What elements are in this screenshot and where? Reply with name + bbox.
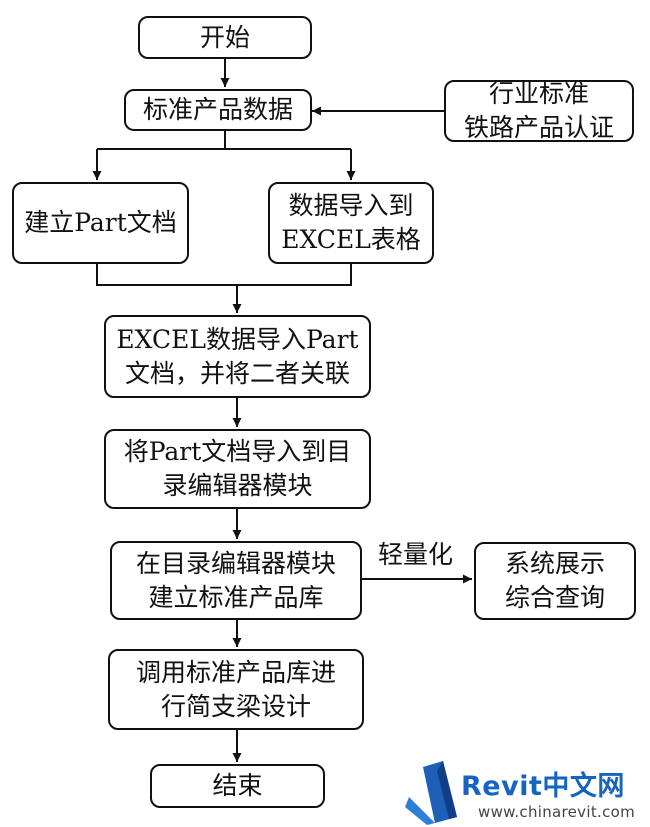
node-build-library-line2: 建立标准产品库 [148,582,324,612]
node-import-excel-line1: 数据导入到 [288,191,414,220]
node-industry-standard-line1: 行业标准 [488,79,589,108]
node-build-part: 建立Part文档 [12,182,189,264]
node-system-display: 系统展示 综合查询 [474,542,636,620]
node-part-to-editor-line2: 录编辑器模块 [162,471,313,500]
node-system-display-line2: 综合查询 [504,583,605,612]
node-beam-design-line2: 行简支梁设计 [160,691,311,721]
node-import-excel-line2: EXCEL表格 [281,225,421,254]
node-system-display-line1: 系统展示 [504,549,605,578]
node-part-to-editor: 将Part文档导入到目 录编辑器模块 [104,429,371,509]
watermark-url: www.chinarevit.com [478,803,636,821]
node-industry-standard-line2: 铁路产品认证 [463,113,614,142]
node-end: 结束 [150,764,325,808]
node-build-part-label: 建立Part文档 [24,208,177,237]
node-excel-to-part: EXCEL数据导入Part 文档，并将二者关联 [104,315,371,398]
node-build-library-line1: 在目录编辑器模块 [135,548,336,578]
edge-label-lightweight: 轻量化 [378,540,454,569]
node-excel-to-part-line2: 文档，并将二者关联 [124,358,350,388]
node-standard-product-data: 标准产品数据 [124,89,312,131]
node-part-to-editor-line1: 将Part文档导入到目 [123,437,352,466]
watermark-brand: Revit中文网 [461,771,625,802]
node-import-excel: 数据导入到 EXCEL表格 [268,182,434,264]
node-industry-standard: 行业标准 铁路产品认证 [444,79,634,142]
node-start: 开始 [138,16,312,59]
branch-line-top [97,131,351,150]
node-end-label: 结束 [212,771,263,800]
node-excel-to-part-line1: EXCEL数据导入Part [116,324,359,354]
merge-line [96,264,352,313]
node-build-library: 在目录编辑器模块 建立标准产品库 [110,541,362,620]
node-beam-design: 调用标准产品库进 行简支梁设计 [108,649,364,730]
revit-logo-icon [405,761,457,825]
node-beam-design-line1: 调用标准产品库进 [135,657,336,687]
node-standard-product-data-label: 标准产品数据 [142,95,293,124]
node-start-label: 开始 [199,22,250,52]
